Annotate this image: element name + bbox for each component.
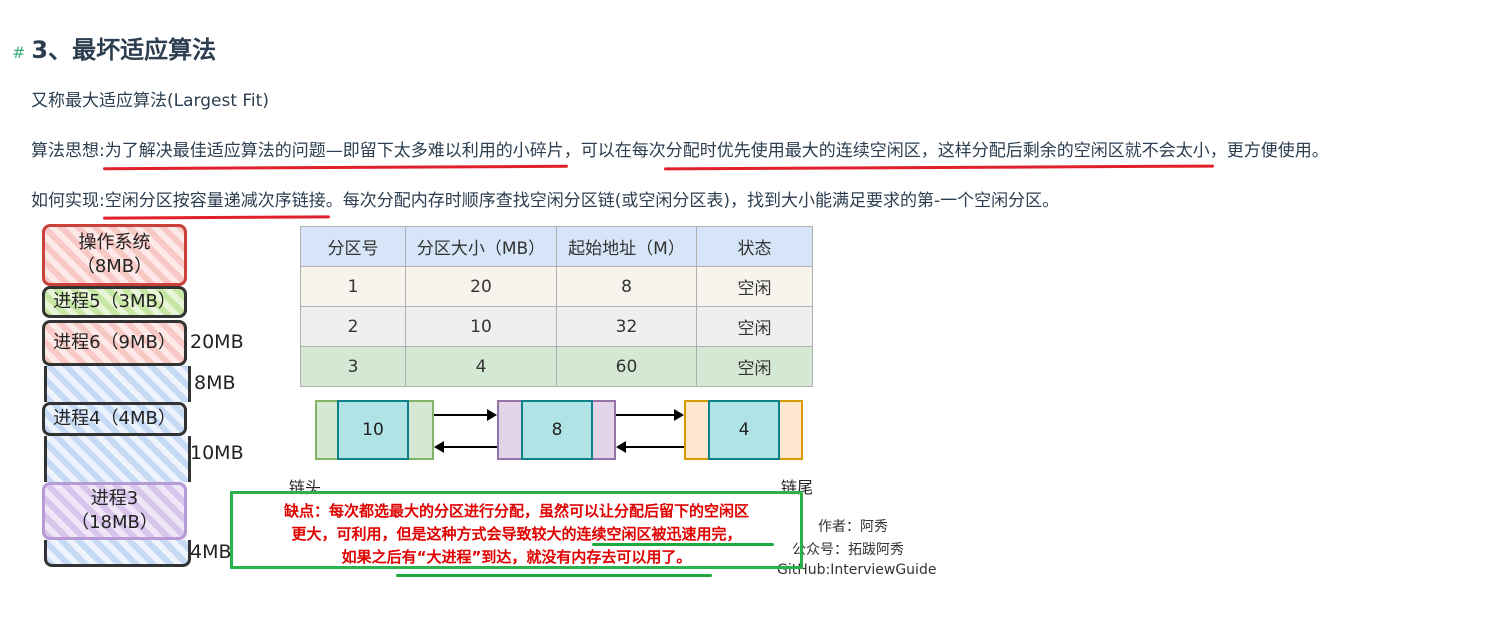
table-header: 分区号 [300,226,406,267]
idea-highlight-1: 为了解决最佳适应算法的问题—即留下太多难以利用的小碎片 [104,141,564,161]
drawback-annotation: 缺点：每次都选最大的分区进行分配，虽然可以让分配后留下的空闲区 更大，可利用，但… [230,491,803,569]
note-line: 缺点：每次都选最大的分区进行分配，虽然可以让分配后留下的空闲区 [283,502,749,520]
watermark-author: 作者：阿秀 [818,519,888,535]
idea-paragraph: 算法思想:为了解决最佳适应算法的问题—即留下太多难以利用的小碎片，可以在每次分配… [31,136,1329,161]
page-title: 3、最坏适应算法 [31,36,217,64]
chain-node-value: 4 [708,400,780,460]
size-label-4mb: 4MB [190,541,232,563]
arrow-right-icon [616,409,684,421]
memory-block-process5: 进程5（3MB） [42,286,187,318]
impl-suffix: 。每次分配内存时顺序查找空闲分区链(或空闲分区表)，找到大小能满足要求的第-一个… [325,191,1060,211]
chain-node-1: 10 [315,400,434,460]
arrow-left-icon [434,441,497,453]
table-cell: 10 [405,306,557,347]
table-cell: 32 [556,306,697,347]
memory-block-process6: 进程6（9MB） [42,320,187,366]
table-cell: 空闲 [696,266,813,307]
idea-middle: ，可以在每次 [563,141,666,161]
table-cell: 空闲 [696,306,813,347]
table-cell: 3 [300,346,406,387]
arrow-left-icon [616,441,684,453]
impl-prefix: 如何实现: [31,191,105,211]
memory-block-process3: 进程3 （18MB） [42,482,187,540]
table-header: 状态 [696,226,813,267]
watermark-github: GitHub:InterviewGuide [777,562,937,578]
free-partition-table: 分区号 分区大小（MB） 起始地址（M） 状态 1 20 8 空闲 2 10 3… [300,226,813,387]
memory-free-4mb [44,540,191,567]
table-header: 分区大小（MB） [405,226,557,267]
table-cell: 8 [556,266,697,307]
annotation-underline [396,574,712,577]
table-row: 3 4 60 空闲 [300,346,813,387]
idea-highlight-2: 分配时优先使用最大的连续空闲区，这样分配后剩余的空闲区就不会太小 [665,141,1210,161]
memory-free-10mb [44,436,191,482]
table-cell: 4 [405,346,557,387]
memory-free-8mb [44,366,191,402]
idea-prefix: 算法思想: [31,141,105,161]
chain-node-3: 4 [684,400,803,460]
table-header: 起始地址（M） [556,226,697,267]
size-label-10mb: 10MB [190,442,244,464]
idea-suffix: ，更方便使用。 [1209,141,1329,161]
arrow-right-icon [434,409,497,421]
memory-block-os: 操作系统 （8MB） [42,224,187,286]
chain-node-value: 8 [521,400,593,460]
impl-paragraph: 如何实现:空闲分区按容量递减次序链接。每次分配内存时顺序查找空闲分区链(或空闲分… [31,186,1059,211]
table-row: 2 10 32 空闲 [300,306,813,347]
note-line: 更大，可利用，但是这种方式会导致较大的连续空闲区被迅速用完， [291,525,742,543]
table-cell: 空闲 [696,346,813,387]
section-heading: # 3、最坏适应算法 [12,30,216,65]
chain-node-2: 8 [497,400,616,460]
memory-block-process4: 进程4（4MB） [42,402,187,436]
annotation-underline [592,543,774,546]
table-header-row: 分区号 分区大小（MB） 起始地址（M） 状态 [300,226,813,267]
table-cell: 60 [556,346,697,387]
table-cell: 20 [405,266,557,307]
alias-paragraph: 又称最大适应算法(Largest Fit) [31,91,269,111]
size-label-8mb: 8MB [194,372,236,394]
table-cell: 2 [300,306,406,347]
chain-node-value: 10 [337,400,409,460]
table-row: 1 20 8 空闲 [300,266,813,307]
anchor-hash-link[interactable]: # [12,43,26,62]
table-cell: 1 [300,266,406,307]
watermark-account: 公众号：拓跋阿秀 [792,542,904,558]
size-label-20mb: 20MB [190,331,244,353]
note-line: 如果之后有“大进程”到达，就没有内存去可以用了。 [341,548,692,566]
impl-highlight: 空闲分区按容量递减次序链接 [104,191,326,211]
